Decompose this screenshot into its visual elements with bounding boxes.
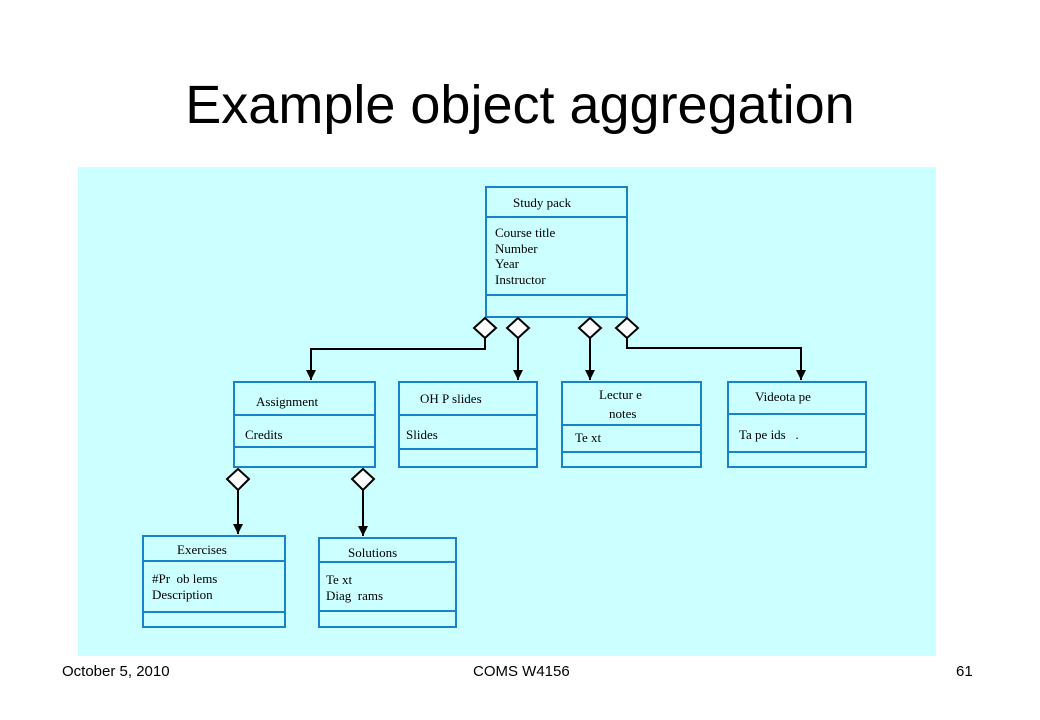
attribute: Number [495, 240, 538, 256]
footer-page-number: 61 [956, 663, 973, 680]
attribute: Te xt [575, 430, 602, 445]
class-attributes: #Pr ob lems Description [152, 571, 217, 602]
separator [320, 610, 455, 612]
class-attributes: Course title Number Year Instructor [495, 225, 555, 287]
class-name: Lectur e [599, 387, 642, 402]
class-name: Assignment [256, 394, 319, 409]
separator [235, 414, 374, 416]
arrowhead-exercises [233, 524, 243, 534]
class-ohp-slides: OH P slides Slides [398, 381, 538, 468]
attribute: Course title [495, 225, 556, 240]
aggregation-diamond [225, 467, 251, 492]
class-attributes: Ta pe ids . [739, 427, 799, 443]
class-attributes: Te xt Diag rams [326, 572, 383, 603]
class-videotape: Videota pe Ta pe ids . [727, 381, 867, 468]
class-attributes: Te xt [575, 430, 601, 446]
separator [729, 451, 865, 453]
separator [563, 424, 700, 426]
class-lecture-notes: Lectur e notes Te xt [561, 381, 702, 468]
class-attributes: Slides [406, 427, 438, 443]
class-name: Exercises [177, 542, 227, 557]
separator [144, 611, 284, 613]
separator [144, 560, 284, 562]
separator [235, 446, 374, 448]
link-studypack-videotape [626, 338, 802, 380]
attribute: Instructor [495, 271, 546, 287]
separator [487, 294, 626, 296]
attribute: #Pr ob lems [152, 571, 218, 586]
attribute: Credits [245, 427, 283, 442]
separator [400, 414, 536, 416]
attribute: Slides [406, 427, 438, 442]
aggregation-diamond [505, 316, 531, 340]
arrowhead-ohp [513, 370, 523, 380]
class-name: Study pack [513, 195, 572, 210]
attribute: Ta pe ids . [739, 427, 799, 442]
separator [400, 448, 536, 450]
footer-course: COMS W4156 [473, 663, 570, 680]
arrowhead-solutions [358, 526, 368, 536]
separator [729, 413, 865, 415]
class-exercises: Exercises #Pr ob lems Description [142, 535, 286, 628]
attribute: Te xt [326, 572, 353, 587]
class-study-pack: Study pack Course title Number Year Inst… [485, 186, 628, 318]
aggregation-diamond [350, 467, 376, 492]
link-studypack-assignment [310, 338, 486, 380]
arrowhead-lecture [585, 370, 595, 380]
separator [487, 216, 626, 218]
class-name-line2: notes [609, 406, 637, 421]
slide-title: Example object aggregation [185, 75, 855, 135]
arrowhead-assignment [306, 370, 316, 380]
class-name: Solutions [348, 545, 398, 560]
footer-date: October 5, 2010 [62, 663, 170, 680]
aggregation-diamond [614, 316, 640, 340]
class-assignment: Assignment Credits [233, 381, 376, 468]
class-solutions: Solutions Te xt Diag rams [318, 537, 457, 628]
aggregation-diamond [577, 316, 603, 340]
separator [320, 561, 455, 563]
aggregation-diamond [472, 316, 498, 340]
class-name: Videota pe [755, 389, 811, 404]
class-attributes: Credits [245, 427, 283, 443]
attribute: Year [495, 256, 519, 271]
attribute: Diag rams [326, 587, 384, 603]
class-name: OH P slides [420, 391, 482, 406]
arrowhead-videotape [796, 370, 806, 380]
attribute: Description [152, 586, 213, 602]
separator [563, 451, 700, 453]
